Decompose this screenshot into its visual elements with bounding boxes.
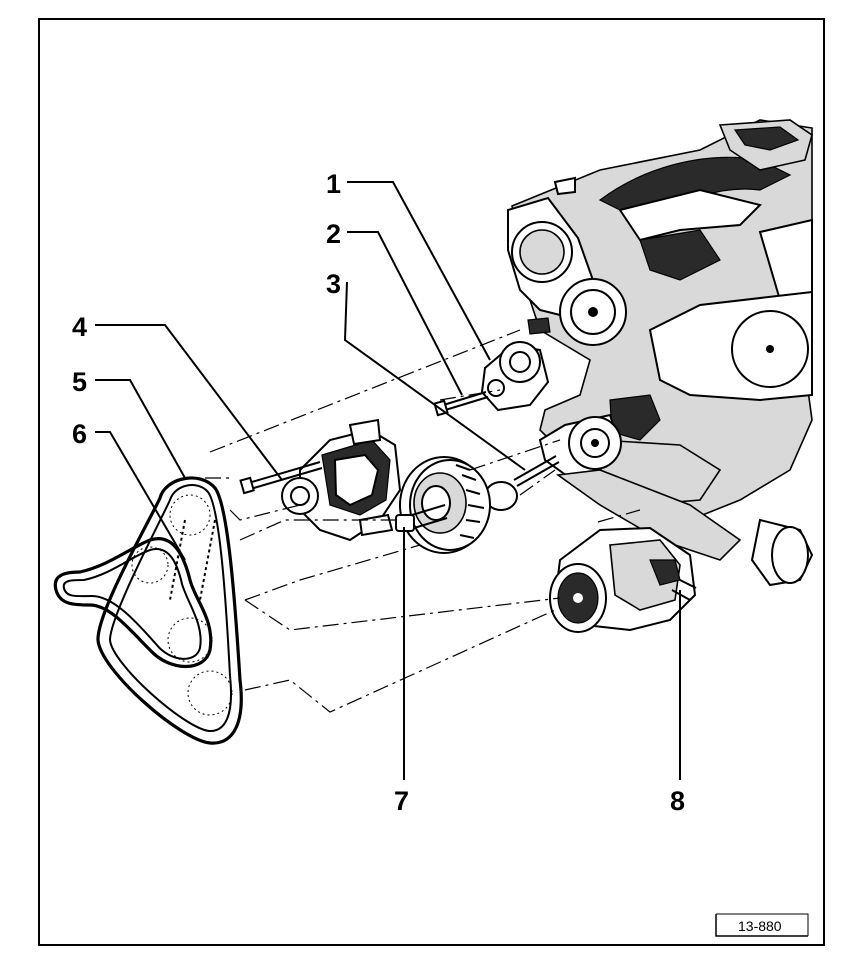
callout-5: 5 [72,367,87,397]
callout-6: 6 [72,419,87,449]
callout-8: 8 [670,786,685,816]
figure-reference-number: 13-880 [738,918,782,934]
tensioner-pulley [480,317,551,412]
callout-3: 3 [326,269,341,299]
vibration-damper [395,456,491,554]
callout-1: 1 [326,169,341,199]
figure-frame [38,18,825,946]
callout-4: 4 [72,312,87,342]
belt-6-outline [53,537,213,669]
idler-bolt-and-washer [484,455,560,511]
belt-5-outline [96,476,243,745]
leader-lines [95,181,681,780]
figure-reference: 13-880 [715,913,809,937]
callout-labels: 1 2 3 4 5 6 7 8 [72,169,685,816]
alternator [239,418,402,542]
ac-compressor [549,526,697,633]
alignment-lines [205,329,641,713]
engine-block [507,119,814,587]
callout-7: 7 [394,786,409,816]
drive-belts [53,476,243,745]
callout-2: 2 [326,219,341,249]
